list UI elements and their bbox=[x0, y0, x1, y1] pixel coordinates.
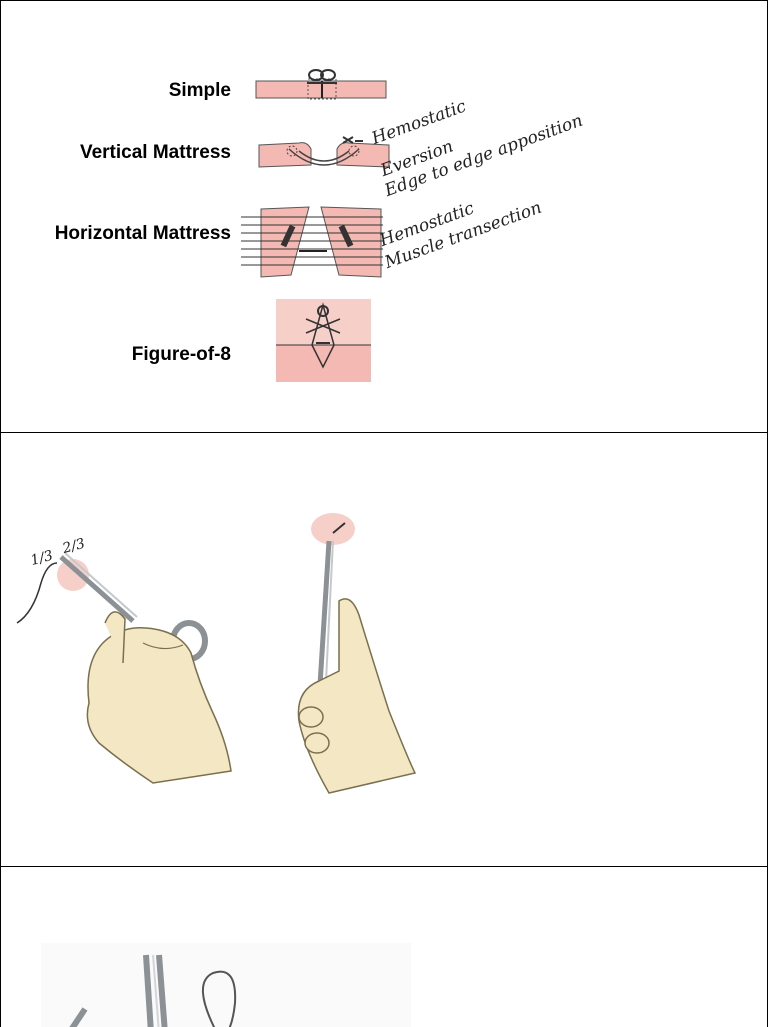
label-vertical-mattress: Vertical Mattress bbox=[79, 142, 231, 163]
simple-suture-illustration bbox=[255, 69, 387, 100]
instrument-panel bbox=[0, 866, 768, 1027]
label-horizontal-mattress: Horizontal Mattress bbox=[54, 223, 231, 244]
suture-types-panel: Simple Vertical Mattress Horizontal Matt… bbox=[0, 0, 768, 433]
needle-driver-panel: 1/3 2/3 bbox=[0, 432, 768, 867]
label-figure-of-8: Figure-of-8 bbox=[131, 344, 231, 365]
needle-driver-loading-illustration bbox=[16, 552, 232, 784]
vertical-mattress-illustration bbox=[258, 136, 390, 168]
figure-of-8-illustration bbox=[276, 299, 371, 382]
instrument-partial-illustration bbox=[41, 943, 411, 1027]
label-simple: Simple bbox=[168, 80, 231, 101]
needle-driver-grip-illustration bbox=[297, 513, 417, 794]
horizontal-mattress-illustration bbox=[241, 206, 383, 278]
